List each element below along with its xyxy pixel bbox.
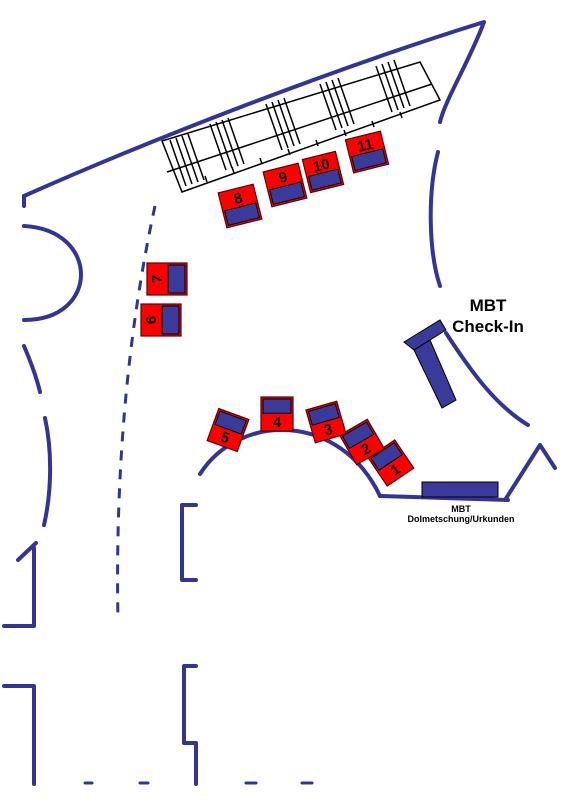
desk-number: 10 — [311, 155, 331, 176]
desk-number: 7 — [149, 275, 166, 283]
desk-7: 7 — [146, 262, 188, 296]
desk-screen — [214, 410, 247, 435]
desk-screen — [269, 181, 306, 206]
desk-11: 11 — [344, 130, 390, 174]
checkin-counter — [403, 319, 457, 409]
desk-screen — [351, 148, 387, 172]
desk-screen — [262, 398, 292, 414]
desk-number: 6 — [143, 316, 160, 324]
desk-number: 8 — [232, 189, 244, 208]
left-mid-wall — [22, 344, 42, 394]
outer-top-wall — [22, 20, 486, 198]
counter-stripes — [169, 59, 411, 187]
left-room-wall — [2, 546, 36, 628]
top-counter-structure — [161, 59, 442, 193]
left-curve-3 — [16, 541, 38, 562]
desk-8: 8 — [217, 183, 263, 229]
right-lower-wall — [444, 331, 530, 427]
dolmetschung-label-line1: MBT — [451, 504, 471, 514]
left-bottom-wall — [2, 684, 36, 786]
center-pillar-wall — [180, 503, 198, 582]
desk-9: 9 — [262, 162, 308, 208]
desk-4: 4 — [260, 396, 294, 432]
checkin-label-line1: MBT — [469, 296, 507, 315]
desk-screen — [308, 168, 342, 191]
queue-line — [116, 205, 157, 621]
desk-10: 10 — [301, 150, 345, 194]
desk-screen — [341, 421, 375, 450]
counter-ticks — [204, 111, 403, 183]
dolmetschung-label: MBT Dolmetschung/Urkunden — [381, 504, 541, 524]
checkin-label-line2: Check-In — [452, 317, 524, 336]
left-alcove — [22, 224, 83, 322]
right-curved-wall — [428, 150, 442, 288]
arc-base-wall — [378, 494, 510, 502]
desk-number: 9 — [277, 168, 289, 187]
desk-5: 5 — [206, 407, 250, 453]
desk-screen — [370, 442, 403, 471]
desk-number: 11 — [356, 136, 376, 156]
left-curve-2 — [42, 416, 53, 527]
desk-screen — [161, 305, 180, 335]
desk-screen — [224, 202, 261, 227]
desk-screen — [167, 264, 186, 294]
desk-6: 6 — [140, 303, 182, 337]
lower-mid-wall — [182, 664, 198, 786]
dolmetschung-counter — [421, 481, 499, 498]
desk-3: 3 — [305, 400, 347, 444]
desk-number: 4 — [273, 414, 282, 431]
right-corner-wall — [503, 443, 557, 502]
desk-screen — [307, 403, 340, 426]
checkin-label: MBT Check-In — [438, 295, 538, 337]
dolmetschung-label-line2: Dolmetschung/Urkunden — [407, 514, 515, 524]
desk-2: 2 — [338, 418, 386, 466]
